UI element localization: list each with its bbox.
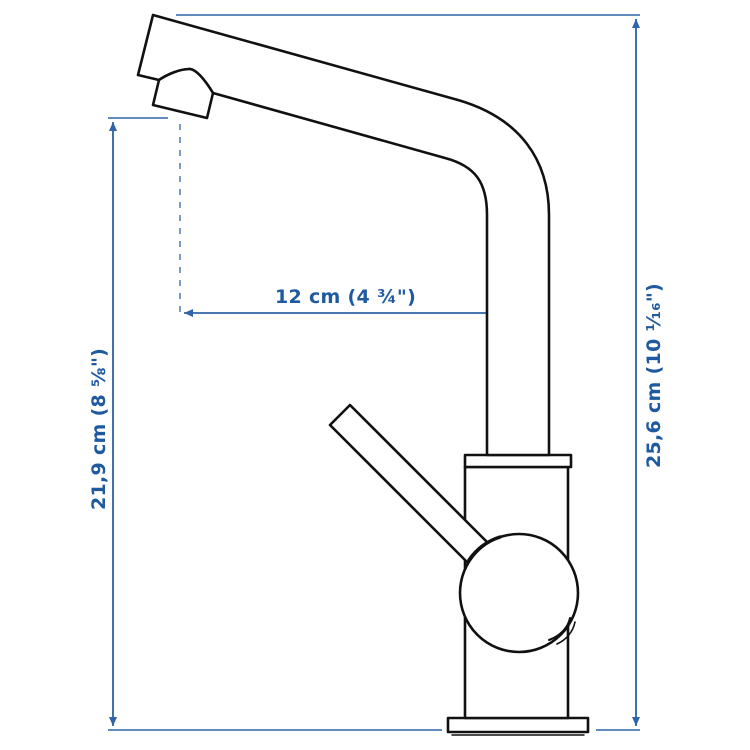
faucet-knob <box>458 532 580 654</box>
total-height-label: 25,6 cm (10 ¹⁄₁₆") <box>643 282 665 468</box>
faucet-drawing <box>136 13 590 736</box>
dimension-lines <box>108 14 640 731</box>
spout-reach-label: 12 cm (4 ¾") <box>275 286 417 308</box>
spout-height-label: 21,9 cm (8 ⅝") <box>88 347 110 510</box>
faucet-nozzle <box>151 67 215 120</box>
faucet-collar <box>463 453 573 469</box>
faucet-base <box>446 716 590 734</box>
